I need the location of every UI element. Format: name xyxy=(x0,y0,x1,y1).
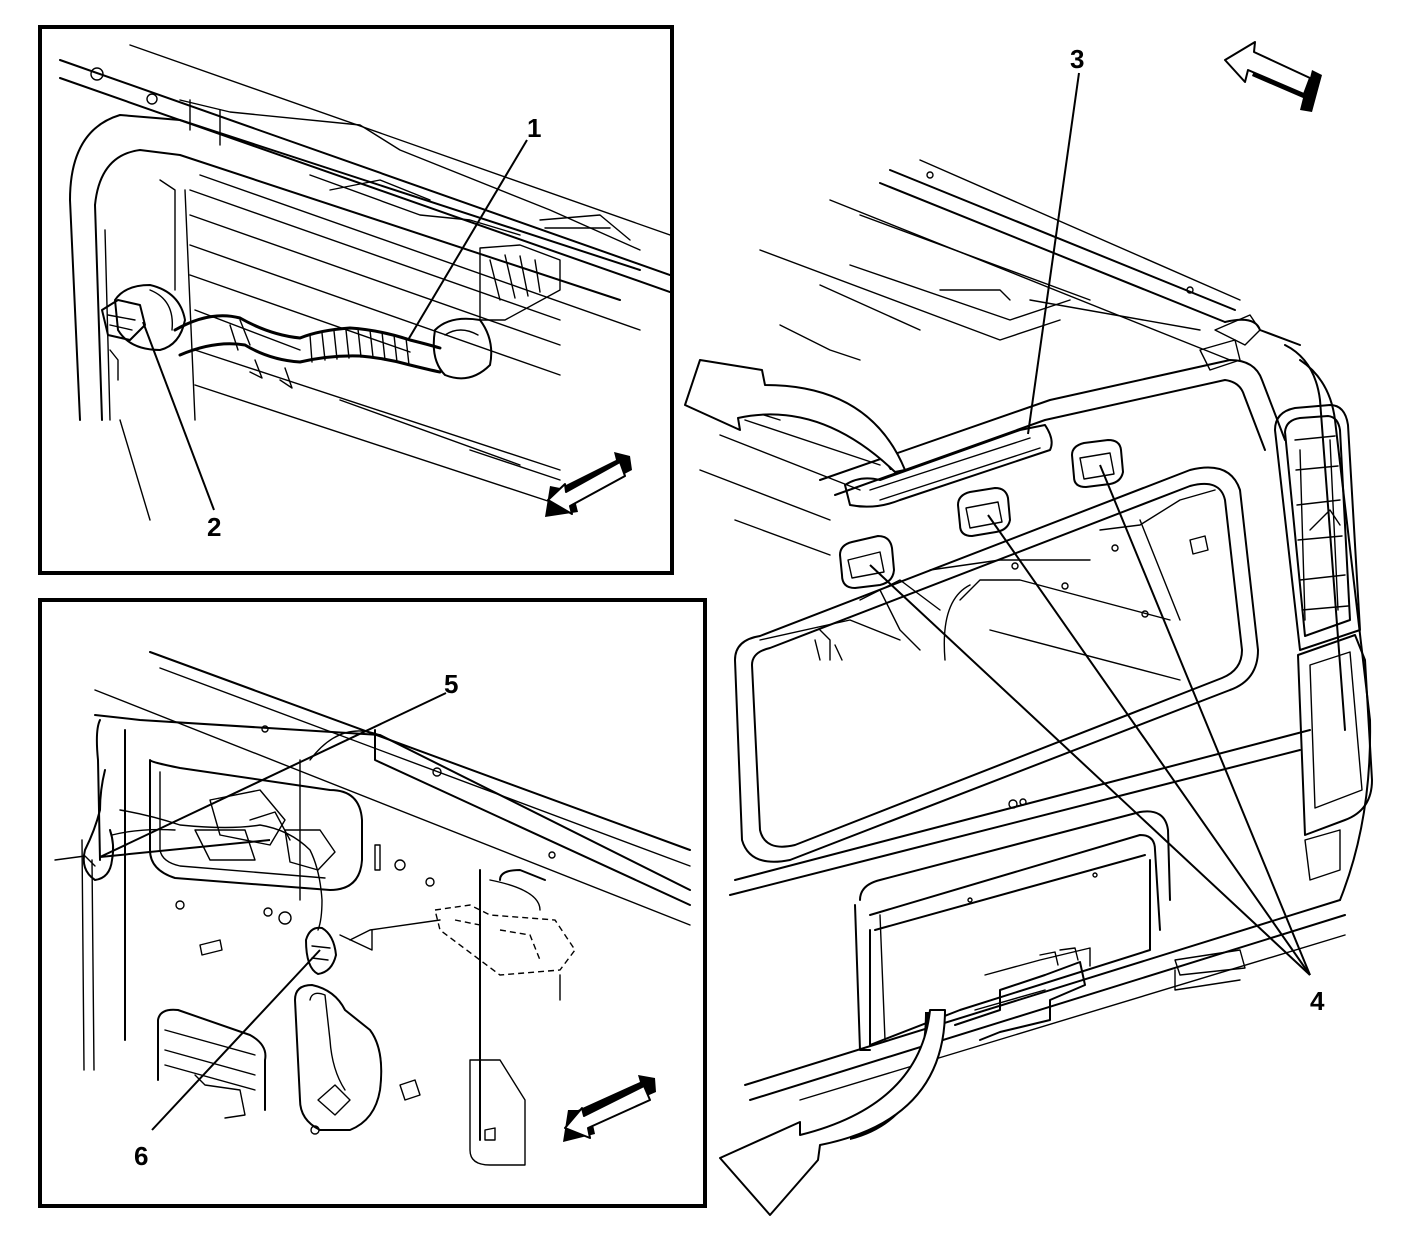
callout-6: 6 xyxy=(134,1141,148,1171)
direction-arrow-icon xyxy=(563,1075,656,1142)
direction-arrow-icon xyxy=(1224,41,1322,112)
leader-line-4b xyxy=(987,514,1311,976)
callout-1: 1 xyxy=(527,113,541,143)
direction-arrow-icon xyxy=(545,452,632,517)
leader-line-2 xyxy=(142,321,215,511)
leader-line-1 xyxy=(407,139,528,341)
leader-line-4c xyxy=(1099,464,1311,976)
callout-5: 5 xyxy=(444,669,458,699)
inset-panel-top: 1 2 xyxy=(38,25,674,575)
leader-line-5b xyxy=(99,839,271,858)
rotation-arrow-icon xyxy=(684,359,906,473)
leader-line-4a xyxy=(869,564,1311,976)
callout-4: 4 xyxy=(1310,986,1325,1016)
main-view: 3 4 xyxy=(684,41,1373,1216)
callout-2: 2 xyxy=(207,512,221,542)
leader-line-3 xyxy=(1027,72,1080,435)
callout-3: 3 xyxy=(1070,44,1084,74)
leader-line-5a xyxy=(99,692,447,858)
leader-line-6 xyxy=(151,949,321,1131)
rotation-arrow-icon xyxy=(719,1009,946,1216)
inset-panel-bottom: 5 6 xyxy=(38,598,707,1208)
